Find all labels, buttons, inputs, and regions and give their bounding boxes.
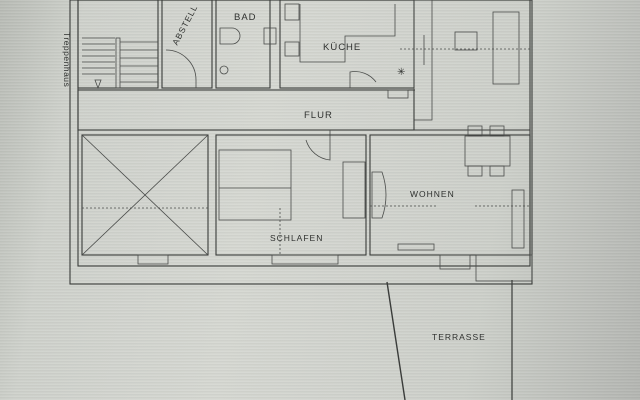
label-bedroom: SCHLAFEN	[270, 233, 324, 243]
basin-icon	[219, 65, 229, 75]
window	[137, 254, 169, 265]
toilet-icon	[219, 27, 241, 45]
label-terrace: TERRASSE	[432, 332, 486, 342]
bed-icon	[218, 149, 292, 221]
dining-table-icon	[464, 135, 511, 167]
tv-unit-icon	[511, 189, 525, 249]
stairs-icon	[82, 37, 158, 90]
table-icon	[454, 31, 478, 51]
door-swing	[165, 49, 197, 88]
label-bath: BAD	[234, 12, 257, 23]
light-icon: ✳	[397, 67, 405, 78]
sofa-icon	[492, 11, 520, 85]
sideboard-icon	[371, 171, 387, 219]
hall-room	[77, 89, 415, 131]
wardrobe-icon	[342, 161, 366, 219]
label-stairwell: Treppenhaus	[62, 32, 72, 88]
terrace-edge	[386, 281, 406, 400]
sink-icon	[263, 27, 277, 45]
window	[271, 254, 339, 265]
label-kitchen: KÜCHE	[323, 42, 362, 53]
label-hall: FLUR	[304, 110, 333, 121]
label-living: WOHNEN	[410, 189, 455, 199]
window	[439, 254, 471, 270]
storage-room	[161, 0, 213, 89]
stove-icon	[284, 41, 300, 57]
